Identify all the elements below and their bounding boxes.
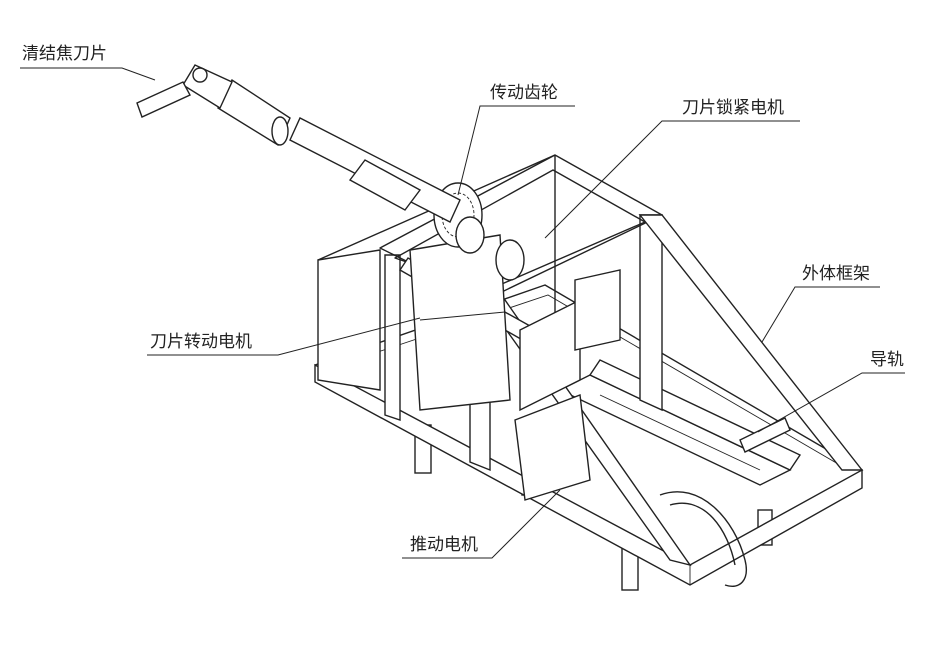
label-push-motor: 推动电机 [410, 535, 478, 555]
blade-shaft [136, 64, 461, 223]
label-rotate-motor: 刀片转动电机 [150, 332, 252, 352]
guide-rails [558, 359, 802, 486]
label-rail: 导轨 [870, 350, 904, 370]
label-lock-motor: 刀片锁紧电机 [682, 98, 784, 118]
label-frame: 外体框架 [802, 264, 870, 284]
outer-frame [317, 154, 864, 567]
leader-lines [20, 67, 905, 559]
motors [409, 234, 621, 501]
cable-chain [659, 491, 747, 587]
label-blade: 清结焦刀片 [22, 44, 107, 64]
label-gear: 传动齿轮 [490, 83, 558, 103]
